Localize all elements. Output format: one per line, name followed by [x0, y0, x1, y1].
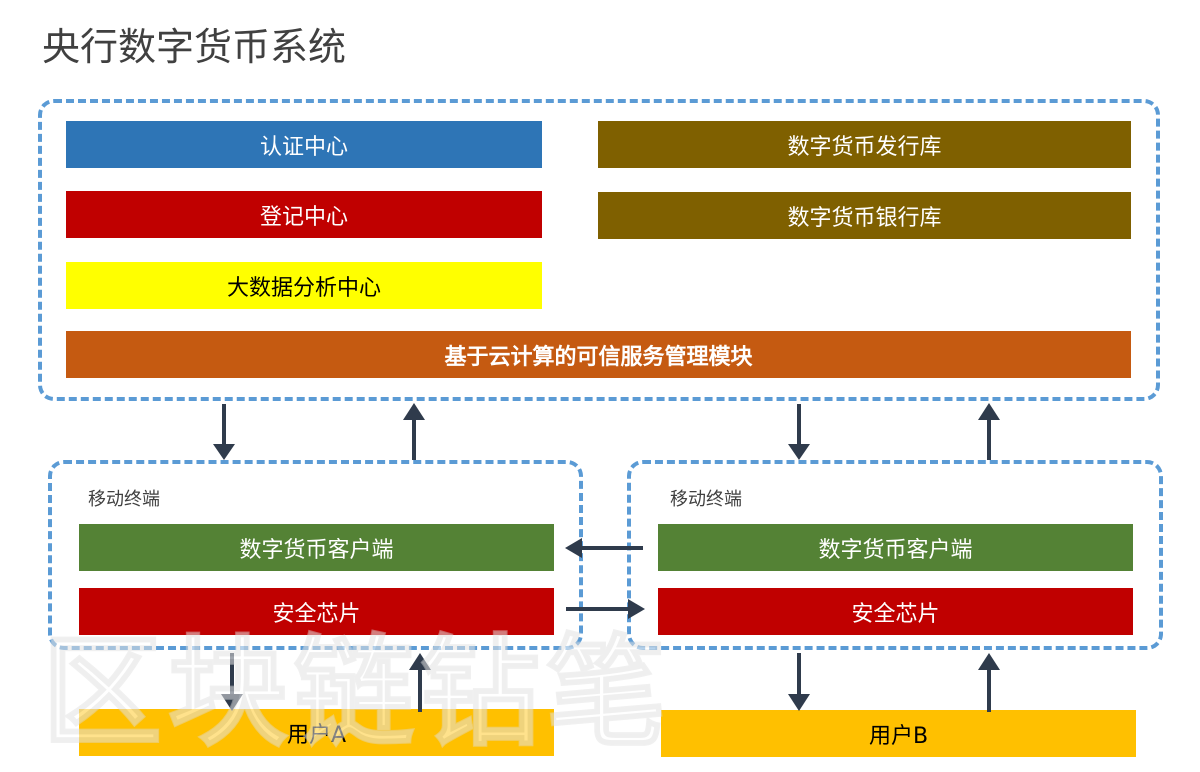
issuance-db-label: 数字货币发行库: [787, 134, 942, 160]
user-a-label: 用户A: [286, 722, 347, 748]
registration-center-label: 登记中心: [259, 204, 348, 230]
big-data-center-label: 大数据分析中心: [226, 275, 381, 301]
registration-center-box: 登记中心: [66, 191, 542, 238]
user-b-label: 用户B: [868, 723, 929, 749]
watermark-text: 区块链钻笔: [41, 623, 672, 764]
arrowhead-down-b-to-user: [788, 694, 810, 711]
arrowhead-a-to-b-chip: [628, 599, 645, 619]
arrowhead-down-a-to-user: [221, 694, 243, 711]
arrowhead-up-user-to-a: [409, 653, 431, 670]
terminal-b-chip-box: 安全芯片: [658, 588, 1133, 635]
arrowhead-down-central-to-b: [788, 444, 810, 460]
bank-db-box: 数字货币银行库: [598, 192, 1131, 239]
arrowhead-up-user-to-b: [978, 653, 1000, 670]
auth-center-label: 认证中心: [259, 134, 348, 160]
terminal-a-client-label: 数字货币客户端: [239, 537, 394, 563]
terminal-b-chip-label: 安全芯片: [851, 601, 940, 627]
arrowhead-up-a-to-central: [403, 403, 425, 420]
big-data-center-box: 大数据分析中心: [66, 262, 542, 309]
user-a-box: 用户A: [79, 709, 554, 756]
central-bank-container: [38, 99, 1160, 401]
terminal-a-chip-box: 安全芯片: [79, 588, 554, 635]
auth-center-box: 认证中心: [66, 121, 542, 168]
arrowhead-down-central-to-a: [213, 444, 235, 460]
arrowhead-up-b-to-central: [978, 403, 1000, 420]
diagram-title: 央行数字货币系统: [42, 25, 347, 69]
arrowhead-b-to-a-client: [565, 538, 582, 558]
cloud-module-label: 基于云计算的可信服务管理模块: [444, 344, 753, 370]
terminal-b-container: [627, 460, 1163, 650]
terminal-a-label: 移动终端: [88, 489, 160, 510]
terminal-a-chip-label: 安全芯片: [272, 601, 361, 627]
terminal-b-label: 移动终端: [670, 489, 742, 510]
user-b-box: 用户B: [661, 710, 1136, 757]
terminal-b-client-box: 数字货币客户端: [658, 524, 1133, 571]
cloud-module-box: 基于云计算的可信服务管理模块: [66, 331, 1131, 378]
terminal-a-client-box: 数字货币客户端: [79, 524, 554, 571]
bank-db-label: 数字货币银行库: [787, 205, 942, 231]
terminal-b-client-label: 数字货币客户端: [818, 537, 973, 563]
issuance-db-box: 数字货币发行库: [598, 121, 1131, 168]
